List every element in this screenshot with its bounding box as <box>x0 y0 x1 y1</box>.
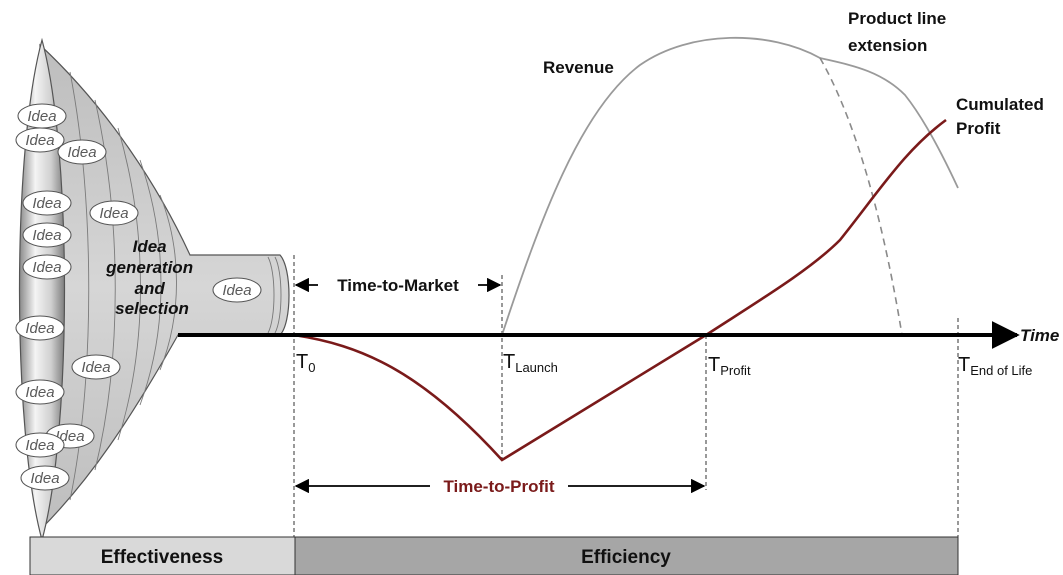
launch-main: T <box>503 351 515 373</box>
end-of-life-main: T <box>958 354 970 376</box>
idea-bubble: Idea <box>20 465 70 491</box>
idea-bubble: Idea <box>17 103 67 129</box>
launch-label: TLaunch <box>503 351 558 375</box>
idea-bubbles: IdeaIdeaIdeaIdeaIdeaIdeaIdeaIdeaIdeaIdea… <box>15 103 262 491</box>
revenue-curve <box>501 36 959 336</box>
idea-bubble: Idea <box>15 432 65 458</box>
efficiency-label: Efficiency <box>581 547 671 568</box>
funnel-arc <box>117 127 141 441</box>
idea-bubble: Idea <box>15 127 65 153</box>
funnel-cone <box>39 43 290 532</box>
idea-bubble-label: Idea <box>99 205 128 222</box>
profit-sub: Profit <box>720 363 751 378</box>
milestone-guides <box>293 255 959 537</box>
idea-bubble-label: Idea <box>25 132 54 149</box>
end-of-life-label: TEnd of Life <box>958 354 1032 378</box>
idea-bubble: Idea <box>22 190 72 216</box>
funnel-arc <box>159 194 177 371</box>
idea-bubble-shape <box>22 254 72 280</box>
idea-bubble: Idea <box>15 315 65 341</box>
idea-bubble-label: Idea <box>32 195 61 212</box>
launch-sub: Launch <box>515 360 558 375</box>
funnel-caption-line: selection <box>115 299 189 318</box>
t0-main: T <box>296 351 308 373</box>
revenue-label: Revenue <box>543 58 614 77</box>
product-line-extension-line: extension <box>848 36 927 55</box>
effectiveness-label: Effectiveness <box>101 547 224 568</box>
profit-label: TProfit <box>708 354 751 378</box>
funnel-arc <box>139 159 162 406</box>
idea-bubble-label: Idea <box>27 108 56 125</box>
idea-bubble-shape <box>22 222 72 248</box>
funnel-caption-line: and <box>135 279 166 298</box>
idea-bubble-shape <box>15 379 65 405</box>
idea-bubble-label: Idea <box>25 437 54 454</box>
funnel-arc <box>69 71 90 501</box>
idea-bubble-label: Idea <box>25 384 54 401</box>
time-to-market-span: Time-to-Market <box>294 276 502 295</box>
idea-bubble: Idea <box>212 277 262 303</box>
profit-main: T <box>708 354 720 376</box>
funnel-tube-arc <box>274 256 282 334</box>
idea-bubble-label: Idea <box>222 282 251 299</box>
idea-bubble-shape <box>22 190 72 216</box>
product-line-extension-label: Product line extension <box>848 9 951 55</box>
end-of-life-sub: End of Life <box>970 363 1032 378</box>
idea-bubble-shape <box>15 315 65 341</box>
idea-bubble-label: Idea <box>67 144 96 161</box>
idea-bubble-shape <box>57 139 107 165</box>
cumulated-profit-line: Profit <box>956 119 1001 138</box>
phase-bars: Effectiveness Efficiency <box>29 536 959 575</box>
idea-funnel: Idea generation and selection IdeaIdeaId… <box>15 37 290 543</box>
idea-bubble: Idea <box>22 254 72 280</box>
efficiency-bar <box>294 536 959 575</box>
idea-bubble-shape <box>20 465 70 491</box>
idea-bubble: Idea <box>89 200 139 226</box>
t0-label: T0 <box>296 351 315 375</box>
funnel-caption: Idea generation and selection <box>105 237 198 318</box>
funnel-tube-arc <box>267 256 275 334</box>
idea-bubble-label: Idea <box>25 320 54 337</box>
idea-bubble-label: Idea <box>81 359 110 376</box>
funnel-caption-line: generation <box>105 258 193 277</box>
effectiveness-bar <box>29 536 296 575</box>
idea-bubble-shape <box>15 127 65 153</box>
idea-bubble-shape <box>89 200 139 226</box>
cumulated-profit-curve <box>293 118 947 462</box>
t0-sub: 0 <box>308 360 315 375</box>
cumulated-profit-label: Cumulated Profit <box>956 95 1049 138</box>
product-line-extension-line: Product line <box>848 9 946 28</box>
idea-bubble-label: Idea <box>32 227 61 244</box>
funnel-caption-line: Idea <box>133 237 167 256</box>
idea-bubble: Idea <box>15 379 65 405</box>
revenue-decline-dashed <box>819 57 903 336</box>
time-to-profit-span: Time-to-Profit <box>294 477 706 496</box>
idea-bubble-shape <box>71 354 121 380</box>
idea-bubble: Idea <box>22 222 72 248</box>
milestone-labels: T0 TLaunch TProfit TEnd of Life <box>296 351 1032 378</box>
time-axis-label: Time <box>1020 326 1059 345</box>
cumulated-profit-line: Cumulated <box>956 95 1044 114</box>
idea-bubble-shape <box>15 432 65 458</box>
curves <box>293 36 959 462</box>
idea-bubble-label: Idea <box>30 470 59 487</box>
time-to-profit-label: Time-to-Profit <box>443 477 554 496</box>
idea-bubble-label: Idea <box>32 259 61 276</box>
idea-bubble: Idea <box>71 354 121 380</box>
idea-bubble-shape <box>212 277 262 303</box>
time-to-market-label: Time-to-Market <box>337 276 459 295</box>
idea-bubble: Idea <box>57 139 107 165</box>
